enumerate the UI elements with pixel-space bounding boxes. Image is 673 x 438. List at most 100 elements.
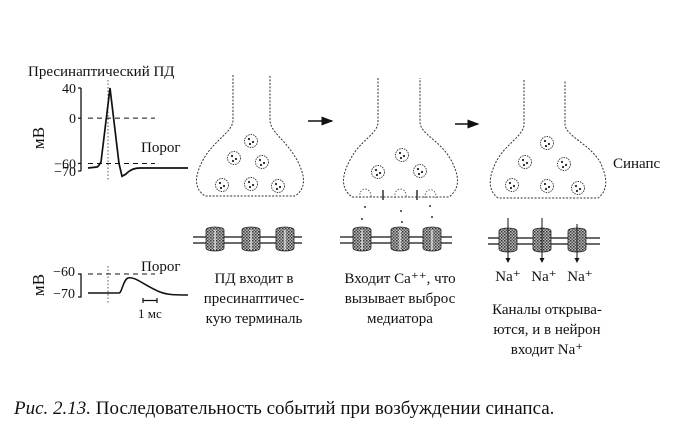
ion-channel — [422, 226, 442, 252]
vesicle — [540, 136, 554, 150]
ion-channel — [352, 226, 372, 252]
presynaptic-terminal-outline — [196, 75, 304, 197]
presynaptic-y-axis — [78, 87, 82, 172]
vesicle — [395, 148, 409, 162]
postsynaptic-chart: мВ −60−70 Порог 1 мс — [29, 259, 189, 321]
vesicle — [371, 165, 385, 179]
transmitter-dot — [399, 156, 403, 160]
stage-label-2: Входит Ca⁺⁺, что вызывает выброс медиато… — [344, 271, 455, 327]
transmitter-dot — [251, 140, 255, 144]
transmitter-dot — [543, 182, 547, 186]
transmitter-dot — [262, 161, 266, 165]
transmitter-dot — [247, 180, 251, 184]
stage-label-line: вызывает выброс — [345, 291, 456, 307]
stage-label-line: входит Na⁺ — [511, 342, 583, 358]
y-tick-label: −70 — [53, 287, 75, 302]
calcium-influx-markers — [382, 190, 418, 200]
transmitter-dot — [230, 154, 234, 158]
fusing-vesicles — [359, 188, 437, 199]
stage-label-line: Каналы открыва- — [492, 302, 602, 318]
epsp-trace — [88, 277, 189, 296]
transmitter-dot — [402, 154, 406, 158]
y-tick-label: −60 — [54, 157, 76, 172]
ion-channel — [241, 226, 261, 252]
y-tick-label: 40 — [62, 82, 76, 97]
transmitter-dot — [547, 185, 551, 189]
transmitter-dot — [521, 158, 525, 162]
transmitter-dot — [219, 186, 223, 190]
stage-label-1: ПД входит в пресинаптичес- кую терминаль — [204, 271, 305, 327]
vesicle — [557, 157, 571, 171]
figure-caption: Рис. 2.13. Последовательность событий пр… — [14, 398, 554, 420]
ion-channel — [275, 226, 295, 252]
transmitter-dot — [547, 142, 551, 146]
synapse-label: Синапс — [613, 156, 661, 172]
terminal-postsynaptic — [489, 80, 607, 199]
transmitter-dot — [416, 167, 420, 171]
transmitter-dot — [231, 159, 235, 163]
threshold-label: Порог — [141, 259, 181, 275]
transmitter-dot — [378, 171, 382, 175]
transmitter-dot — [525, 161, 529, 165]
y-tick-label: −70 — [54, 165, 76, 180]
transmitter-dot — [258, 158, 262, 162]
vesicle — [255, 155, 269, 169]
vesicles — [215, 134, 285, 193]
vesicle — [540, 179, 554, 193]
transmitter-dot — [575, 189, 579, 193]
action-potential-trace — [87, 87, 188, 178]
y-tick-label: 0 — [69, 112, 76, 127]
transmitter-dot — [512, 184, 516, 188]
transmitter-dot — [247, 137, 251, 141]
presynaptic-y-label: мВ — [29, 127, 48, 149]
transmitter-dot — [398, 151, 402, 155]
postsynaptic-tick-labels: −60−70 — [53, 265, 75, 302]
stage-label-3: Каналы открыва- ются, и в нейрон входит … — [492, 302, 602, 358]
transmitter-dot — [509, 186, 513, 190]
vesicle — [244, 134, 258, 148]
presynaptic-tick-labels: 40 0 −60−70 — [54, 82, 76, 180]
time-scale-label: 1 мс — [138, 306, 162, 321]
stage-label-line: медиатора — [367, 311, 433, 327]
transmitter-dot — [574, 184, 578, 188]
figure-number: Рис. 2.13. — [14, 398, 92, 419]
transmitter-dot — [508, 181, 512, 185]
presynaptic-terminal-outline — [343, 78, 458, 198]
transmitter-dot — [544, 144, 548, 148]
transmitter-dot — [278, 185, 282, 189]
postsynaptic-y-axis — [78, 273, 82, 298]
transmitter-dot — [564, 163, 568, 167]
transmitter-dot — [218, 181, 222, 185]
y-tick-label: −60 — [53, 265, 75, 280]
na-label: Na⁺ — [567, 269, 592, 285]
transmitter-dot — [274, 182, 278, 186]
transmitter-dot — [578, 187, 582, 191]
transmitter-dot — [251, 183, 255, 187]
transmitter-dot — [222, 184, 226, 188]
na-label: Na⁺ — [531, 269, 556, 285]
transmitter-dot — [522, 163, 526, 167]
ion-channel — [205, 226, 225, 252]
vesicle — [227, 151, 241, 165]
presynaptic-terminal-outline — [489, 80, 607, 199]
vesicle — [215, 178, 229, 192]
vesicle — [518, 155, 532, 169]
vesicles — [505, 136, 585, 195]
transmitter-dot — [234, 157, 238, 161]
stage-label-line: пресинаптичес- — [204, 291, 305, 307]
vesicle — [413, 164, 427, 178]
stage-label-line: ПД входит в — [215, 271, 294, 287]
transmitter-dot — [248, 142, 252, 146]
terminal-resting — [196, 75, 304, 197]
transmitter-dot — [275, 187, 279, 191]
vesicles — [371, 148, 427, 179]
transmitter-dot — [248, 185, 252, 189]
postsynaptic-y-label: мВ — [29, 274, 48, 296]
transmitter-dot — [560, 160, 564, 164]
sodium-influx: Na⁺ Na⁺ Na⁺ — [495, 218, 593, 285]
terminal-release — [343, 78, 458, 233]
transmitter-dot — [375, 173, 379, 177]
transmitter-dot — [417, 172, 421, 176]
vesicle — [271, 179, 285, 193]
stage-label-line: кую терминаль — [206, 311, 303, 327]
